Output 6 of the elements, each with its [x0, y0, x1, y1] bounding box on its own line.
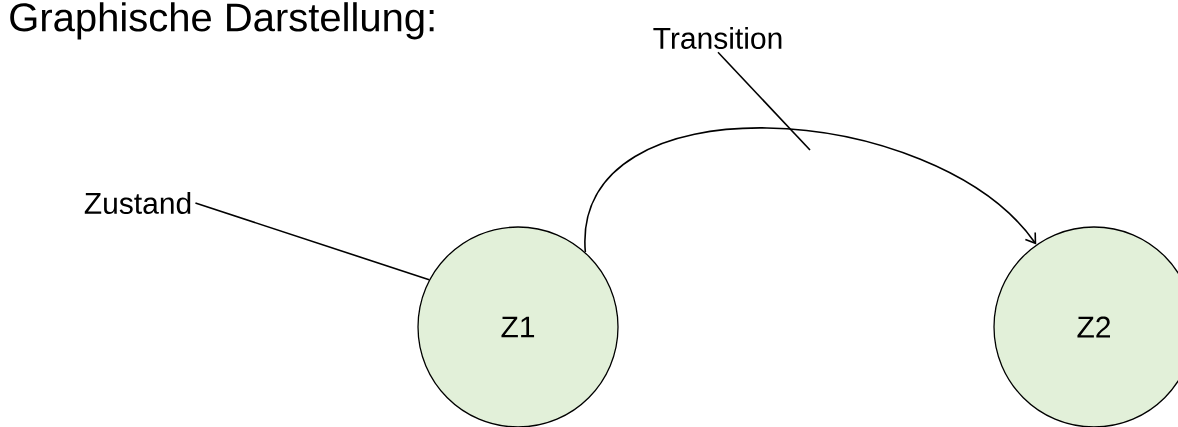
heading: Graphische Darstellung: [10, 2, 434, 40]
leader-line [194, 202, 430, 281]
leader-line [717, 51, 811, 151]
transition-arrow [584, 127, 1037, 253]
leader-label: Zustand [84, 191, 191, 214]
leader-label: Transition [653, 26, 782, 49]
